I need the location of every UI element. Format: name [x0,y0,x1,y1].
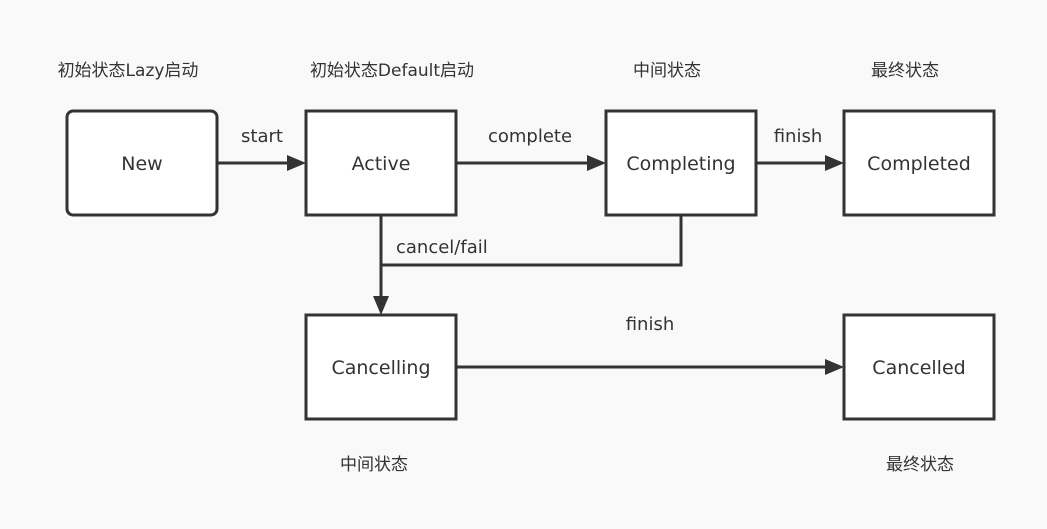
caption-completed: 最终状态 [871,61,939,81]
arrowhead-finish-completed [825,155,844,171]
state-label-cancelled: Cancelled [872,357,965,379]
edge-label-complete: complete [488,126,572,147]
state-box-completed [842,109,996,217]
state-box-cancelled [842,313,996,421]
state-box-cancelling [304,313,458,421]
state-box-active [304,109,458,217]
state-completing: Completing [604,109,758,217]
state-box-completing [604,109,758,217]
state-label-active: Active [352,153,411,175]
arrowhead-finish-cancelled [825,359,844,375]
edge-completing-cancel [381,216,683,267]
caption-completing: 中间状态 [633,61,701,81]
state-label-completed: Completed [867,153,971,175]
state-active: Active [304,109,458,217]
caption-cancelling: 中间状态 [340,455,408,475]
state-cancelling: Cancelling [304,313,458,421]
arrowhead-cancel-fail [373,296,389,315]
state-completed: Completed [842,109,996,217]
caption-new: 初始状态Lazy启动 [58,61,199,81]
edge-label-finish-cancelled: finish [626,314,675,335]
arrowhead-complete [587,155,606,171]
caption-cancelled: 最终状态 [886,455,954,475]
state-label-cancelling: Cancelling [331,357,430,379]
edge-label-cancel-fail: cancel/fail [396,237,488,258]
state-box-new [65,109,219,217]
edge-label-finish-completed: finish [774,126,823,147]
state-label-completing: Completing [626,153,735,175]
state-label-new: New [121,153,162,175]
state-new: New [65,109,219,217]
caption-active: 初始状态Default启动 [310,61,474,81]
arrowhead-start [287,155,306,171]
state-cancelled: Cancelled [842,313,996,421]
edge-label-start: start [241,126,283,147]
